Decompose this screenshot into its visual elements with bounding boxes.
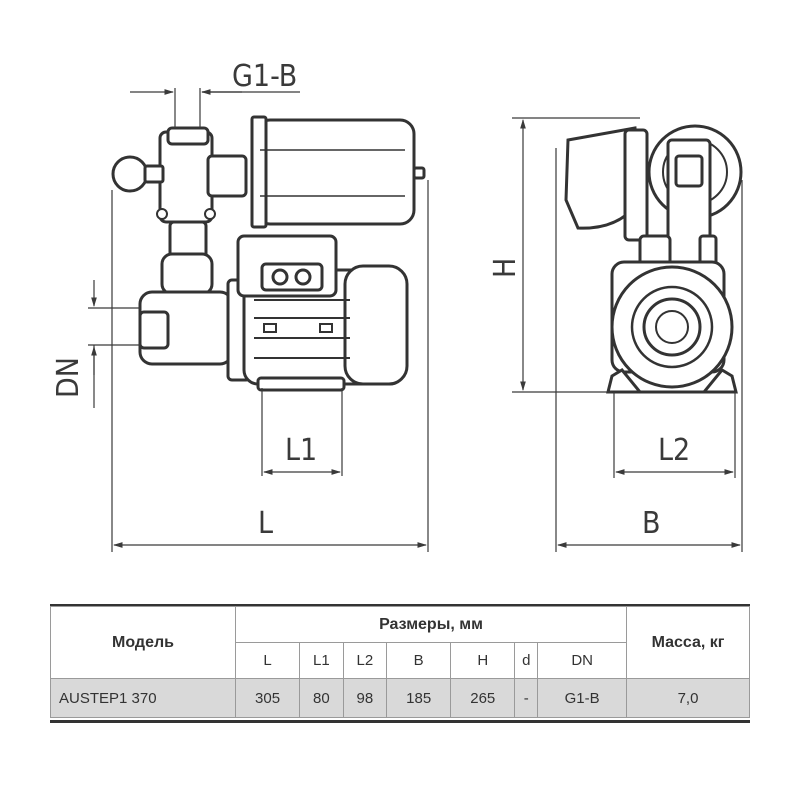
table-top-rule xyxy=(50,604,750,607)
cell-dn: G1-B xyxy=(537,678,627,718)
col-header-h: H xyxy=(450,642,516,679)
sizes-header: Размеры, мм xyxy=(235,606,627,643)
label-h: H xyxy=(488,258,523,278)
cell-d: - xyxy=(514,678,539,718)
front-view xyxy=(564,124,743,394)
cell-h: 265 xyxy=(450,678,516,718)
col-header-b: B xyxy=(386,642,452,679)
col-header-l2: L2 xyxy=(342,642,388,679)
mass-header: Масса, кг xyxy=(626,606,750,679)
label-l2: L2 xyxy=(658,433,690,468)
pump-drawing: G1-B DN L1 L xyxy=(51,59,743,552)
spec-table: Модель Размеры, мм Масса, кг L L1 L2 B H… xyxy=(50,606,750,718)
label-l: L xyxy=(258,506,273,541)
col-header-l1: L1 xyxy=(299,642,344,679)
model-header: Модель xyxy=(50,606,236,679)
label-g1b: G1-B xyxy=(232,59,297,94)
gauge-knob xyxy=(111,155,149,193)
col-header-d: d xyxy=(514,642,539,679)
front-dimensions xyxy=(512,117,743,552)
cell-l: 305 xyxy=(234,678,301,718)
label-dn: DN xyxy=(51,357,86,398)
table-row: AUSTEP1 370 305 80 98 185 265 - G1-B 7,0 xyxy=(50,678,750,718)
cell-b: 185 xyxy=(386,678,452,718)
pressure-tank xyxy=(254,118,416,226)
mass-cell: 7,0 xyxy=(626,678,750,718)
side-view xyxy=(111,115,426,392)
model-cell: AUSTEP1 370 xyxy=(50,678,236,718)
label-l1: L1 xyxy=(285,433,317,468)
table-bottom-rule xyxy=(50,720,750,723)
col-header-dn: DN xyxy=(537,642,627,679)
cell-l2: 98 xyxy=(342,678,388,718)
cell-l1: 80 xyxy=(299,678,344,718)
label-b: B xyxy=(642,506,661,541)
col-header-l: L xyxy=(234,642,301,679)
side-dimensions xyxy=(88,88,429,552)
